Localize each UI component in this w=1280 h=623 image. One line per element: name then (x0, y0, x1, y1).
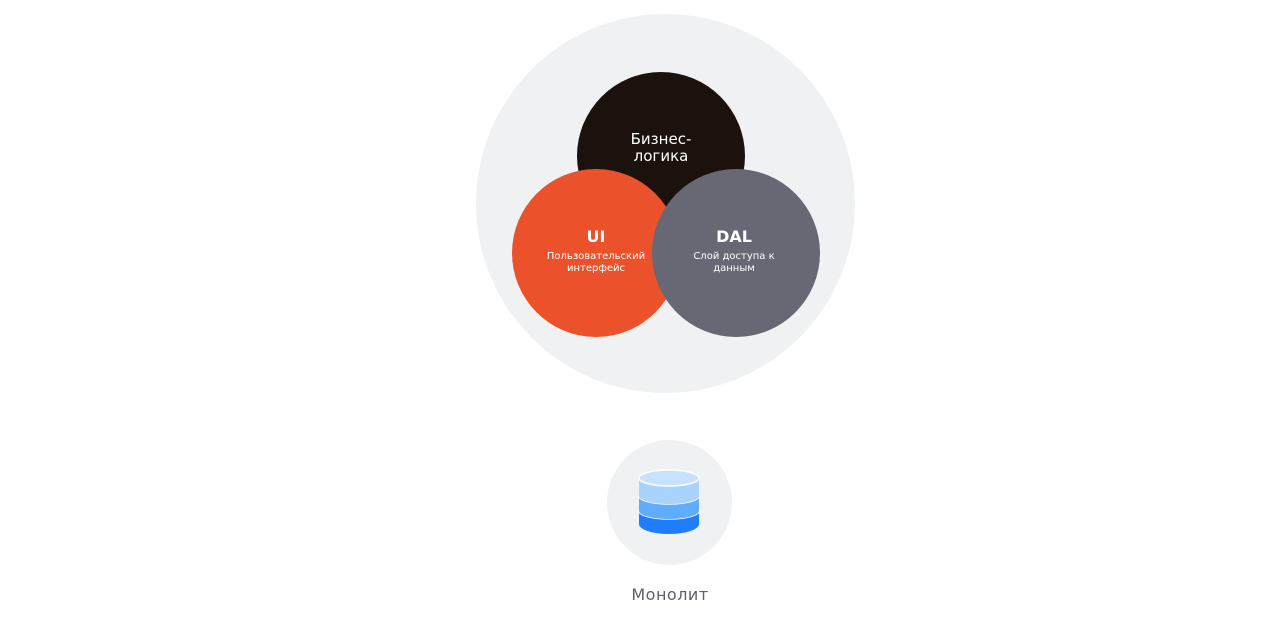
dal-circle (652, 169, 820, 337)
database-icon (638, 469, 700, 534)
ui-subtitle: Пользовательский интерфейс (546, 251, 646, 274)
dal-subtitle: Слой доступа к данным (693, 251, 775, 274)
ui-title: UI (586, 227, 606, 246)
monolith-caption: Монолит (631, 585, 709, 604)
business-logic-label: Бизнес- логика (630, 130, 692, 165)
dal-title: DAL (716, 227, 752, 246)
